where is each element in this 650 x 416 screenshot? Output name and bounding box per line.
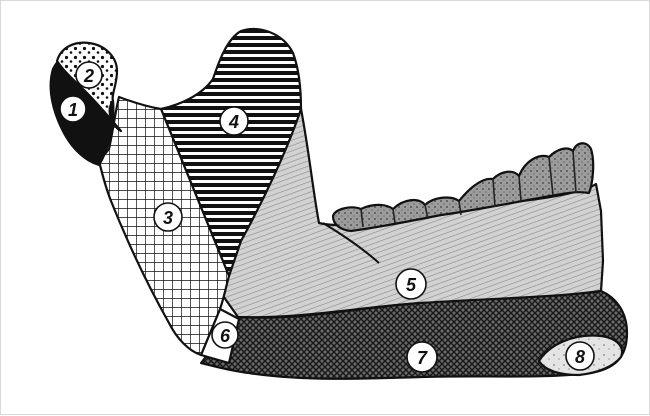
- label-2: 2: [76, 62, 102, 88]
- label-1-text: 1: [68, 100, 78, 120]
- label-8-text: 8: [575, 347, 585, 367]
- label-7: 7: [407, 342, 437, 372]
- label-6-text: 6: [220, 326, 231, 346]
- label-2-text: 2: [83, 66, 94, 86]
- label-5: 5: [396, 269, 426, 299]
- label-7-text: 7: [417, 348, 428, 368]
- label-4-text: 4: [228, 112, 239, 132]
- label-1: 1: [60, 96, 86, 122]
- label-8: 8: [566, 342, 594, 370]
- label-3: 3: [154, 203, 182, 231]
- label-6: 6: [212, 322, 238, 348]
- label-5-text: 5: [406, 275, 417, 295]
- label-4: 4: [220, 107, 248, 135]
- label-3-text: 3: [163, 208, 173, 228]
